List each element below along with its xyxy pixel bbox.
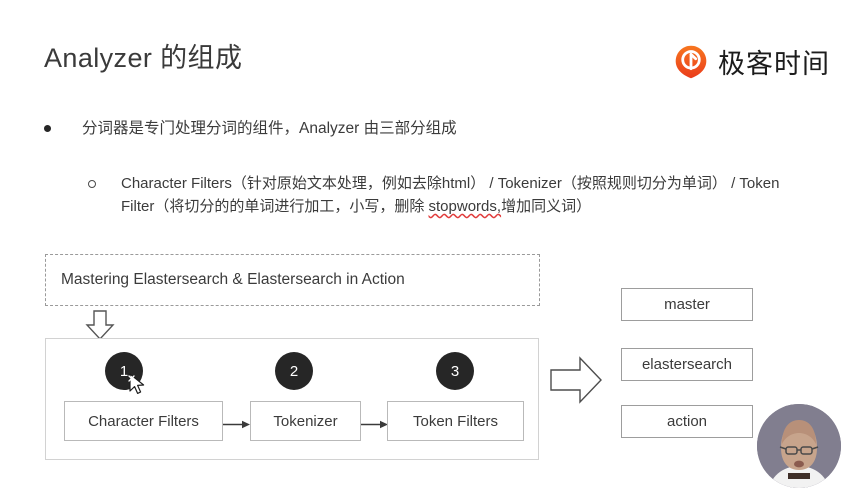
bullet-level-1: 分词器是专门处理分词的组件，Analyzer 由三部分组成 [44, 117, 784, 141]
token-output-box-2: elastersearch [621, 348, 753, 381]
bullet-level-2-text-part1: Character Filters（针对原始文本处理，例如去除html） / T… [121, 175, 780, 215]
step-badge-3: 3 [436, 352, 474, 390]
bullet-level-1-text: 分词器是专门处理分词的组件，Analyzer 由三部分组成 [82, 120, 457, 137]
stage-box-tokenizer: Tokenizer [250, 401, 361, 441]
step-badge-2: 2 [275, 352, 313, 390]
step-badge-2-number: 2 [289, 362, 299, 380]
stage-label-token-filters: Token Filters [412, 412, 499, 430]
token-output-box-1: master [621, 288, 753, 321]
step-badge-3-number: 3 [450, 362, 460, 380]
brand-name: 极客时间 [718, 49, 830, 79]
arrow-small-right-icon [361, 420, 388, 429]
misspelled-word: stopwords, [428, 198, 502, 215]
filled-bullet-icon [44, 125, 51, 132]
presenter-avatar [757, 404, 841, 488]
brand-logo: 极客时间 [673, 42, 830, 81]
bullet-level-2: Character Filters（针对原始文本处理，例如去除html） / T… [88, 172, 828, 218]
stage-box-token-filters: Token Filters [387, 401, 524, 441]
presenter-video-bubble[interactable] [757, 404, 841, 488]
hollow-bullet-icon [88, 180, 96, 188]
arrow-right-icon [550, 356, 602, 404]
geektime-logo-icon [675, 45, 707, 78]
analyzer-input-text: Mastering Elastersearch & Elastersearch … [61, 271, 405, 288]
step-badge-1-number: 1 [119, 362, 129, 380]
analyzer-input-box: Mastering Elastersearch & Elastersearch … [45, 254, 540, 306]
arrow-small-right-icon [223, 420, 250, 429]
step-badge-1: 1 [105, 352, 143, 390]
token-output-label-2: elastersearch [641, 356, 733, 373]
stage-label-character-filters: Character Filters [88, 412, 199, 430]
bullet-level-2-text-part2: 增加同义词） [501, 198, 592, 215]
token-output-label-1: master [664, 296, 710, 313]
token-output-box-3: action [621, 405, 753, 438]
bullet-level-2-text: Character Filters（针对原始文本处理，例如去除html） / T… [121, 172, 781, 218]
stage-label-tokenizer: Tokenizer [273, 412, 338, 430]
arrow-down-icon [85, 310, 115, 341]
page-title: Analyzer 的组成 [44, 43, 243, 73]
analyzer-pipeline-panel: 1 2 3 Character Filters Tokenizer Token … [45, 338, 539, 460]
stage-box-character-filters: Character Filters [64, 401, 223, 441]
token-output-label-3: action [666, 413, 708, 430]
